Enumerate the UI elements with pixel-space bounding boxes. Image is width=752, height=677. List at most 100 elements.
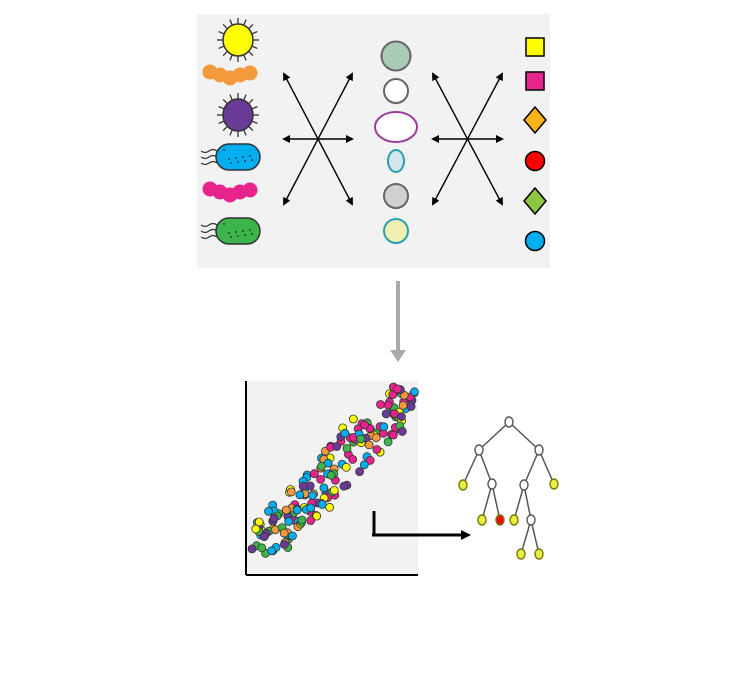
scatter-point bbox=[251, 524, 261, 534]
scatter-point bbox=[381, 409, 391, 419]
scatter-point bbox=[332, 442, 342, 451]
scatter-point bbox=[281, 505, 291, 515]
scatter-point bbox=[297, 515, 307, 525]
right-arrow bbox=[372, 511, 471, 540]
down-arrow bbox=[390, 281, 406, 362]
scatter-points bbox=[247, 382, 419, 558]
cell-shape-6 bbox=[383, 218, 409, 244]
scatter-point bbox=[365, 455, 375, 465]
tree-node bbox=[534, 444, 544, 456]
tree-edge bbox=[530, 519, 540, 555]
scatter-point bbox=[288, 531, 297, 541]
scatter-point bbox=[364, 440, 374, 450]
scatter-point bbox=[359, 460, 369, 470]
cell-shape-1 bbox=[380, 40, 412, 72]
symbol-circle-4 bbox=[524, 150, 546, 172]
tree-edge bbox=[491, 483, 501, 521]
tree-leaf bbox=[477, 514, 487, 526]
mapping-arrows-left bbox=[282, 72, 354, 206]
scatter-point bbox=[372, 445, 382, 454]
scatter-point bbox=[298, 481, 308, 491]
tree-node bbox=[519, 479, 529, 491]
scatter-point bbox=[254, 517, 264, 527]
tree-node bbox=[526, 514, 536, 526]
scatter-point bbox=[317, 499, 327, 509]
tree-edge bbox=[508, 421, 540, 451]
scatter-point bbox=[267, 546, 277, 556]
scatter-point bbox=[371, 433, 381, 443]
tree-leaf bbox=[534, 548, 544, 560]
scatter-point bbox=[306, 503, 316, 513]
scatter-point bbox=[379, 422, 389, 432]
scatter-point bbox=[396, 412, 406, 422]
tree-node bbox=[487, 478, 497, 490]
tree-leaf bbox=[516, 548, 526, 560]
scatter-plot bbox=[245, 381, 419, 576]
scatter-point bbox=[292, 505, 302, 515]
scatter-point bbox=[339, 481, 349, 491]
microbe-icon-3 bbox=[217, 93, 259, 137]
microbe-icon-5 bbox=[202, 181, 258, 203]
scatter-point bbox=[316, 474, 326, 484]
tree-edge bbox=[538, 449, 555, 485]
symbol-circle-6 bbox=[524, 230, 546, 252]
cell-shape-2 bbox=[383, 78, 409, 104]
tree-node bbox=[504, 416, 514, 428]
scatter-point bbox=[406, 402, 416, 411]
scatter-point bbox=[341, 462, 351, 472]
tree-leaf bbox=[549, 478, 559, 490]
scatter-point bbox=[355, 467, 365, 477]
scatter-point bbox=[388, 430, 398, 440]
cell-shape-column bbox=[374, 40, 418, 244]
scatter-point bbox=[286, 487, 296, 497]
scatter-point bbox=[257, 543, 267, 553]
scatter-point bbox=[329, 485, 339, 495]
tree-edge bbox=[462, 449, 480, 486]
scatter-point bbox=[356, 434, 366, 444]
scatter-point bbox=[309, 469, 319, 479]
scatter-point bbox=[325, 502, 335, 512]
scatter-point bbox=[409, 387, 419, 397]
scatter-point bbox=[306, 516, 316, 525]
microbe-column bbox=[200, 18, 261, 245]
microbe-icon-4 bbox=[200, 143, 261, 171]
arrow-3 bbox=[432, 72, 503, 206]
symbol-diamond-3 bbox=[523, 105, 547, 135]
scatter-point bbox=[264, 506, 273, 516]
mapping-arrows-right bbox=[431, 72, 504, 206]
cell-shape-4 bbox=[387, 149, 405, 173]
scatter-point bbox=[398, 400, 408, 410]
scatter-point bbox=[295, 490, 305, 500]
scatter-point bbox=[308, 491, 317, 500]
cell-shape-3 bbox=[374, 111, 418, 143]
tree-edge bbox=[513, 484, 525, 521]
scatter-point bbox=[247, 544, 257, 554]
symbol-diamond-5 bbox=[523, 186, 547, 216]
tree-leaf bbox=[495, 514, 505, 526]
cell-shape-5 bbox=[383, 183, 409, 209]
tree-edge bbox=[523, 484, 532, 521]
scatter-point bbox=[383, 400, 393, 410]
symbol-square-2 bbox=[525, 71, 545, 91]
scatter-point bbox=[269, 513, 279, 523]
scatter-point bbox=[340, 428, 350, 438]
scatter-point bbox=[348, 454, 358, 464]
tree-leaf bbox=[509, 514, 519, 526]
symbol-column bbox=[523, 37, 547, 252]
tree-edge bbox=[520, 519, 532, 555]
tree-leaf bbox=[458, 479, 468, 491]
tree-node bbox=[474, 444, 484, 456]
scatter-point bbox=[342, 443, 352, 453]
scatter-point bbox=[393, 384, 402, 394]
scatter-point bbox=[284, 517, 294, 526]
scatter-point bbox=[348, 414, 358, 424]
scatter-point bbox=[360, 420, 369, 430]
scatter-point bbox=[319, 483, 329, 493]
scatter-point bbox=[317, 461, 326, 471]
scatter-point bbox=[376, 400, 385, 409]
symbol-square-1 bbox=[525, 37, 545, 57]
tree-edge bbox=[481, 483, 493, 521]
scatter-point bbox=[383, 437, 393, 447]
scatter-point bbox=[397, 426, 407, 436]
